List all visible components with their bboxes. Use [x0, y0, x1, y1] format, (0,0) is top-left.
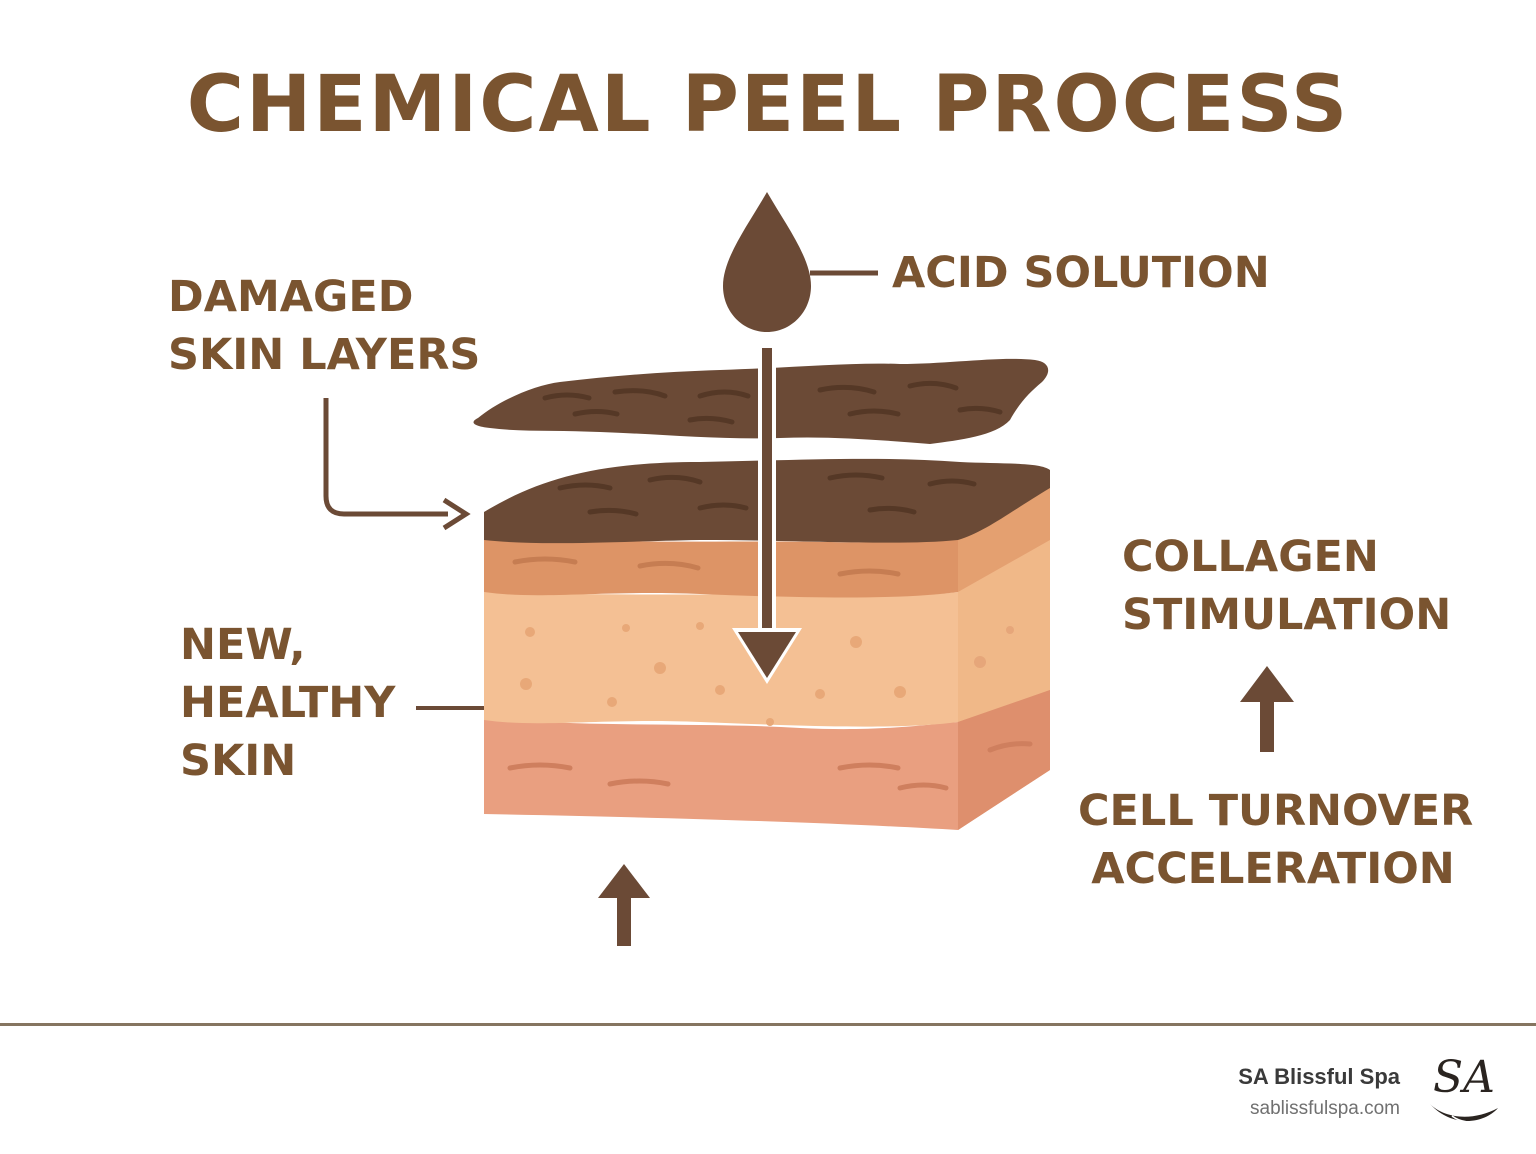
page-title: CHEMICAL PEEL PROCESS: [186, 60, 1350, 150]
brand-logo: SA: [1422, 1052, 1506, 1132]
brand-url: sablissfulspa.com: [1250, 1098, 1400, 1119]
collagen-stimulation-label: COLLAGEN STIMULATION: [1122, 532, 1452, 640]
footer-divider: [0, 1023, 1536, 1026]
acid-drop-icon: [723, 192, 811, 332]
acid-solution-label: ACID SOLUTION: [892, 248, 1270, 298]
logo-monogram: SA: [1433, 1052, 1495, 1103]
cell-turnover-label: CELL TURNOVER ACCELERATION: [1078, 786, 1474, 894]
new-healthy-skin-label: NEW, HEALTHY SKIN: [180, 620, 396, 786]
brand-name: SA Blissful Spa: [1238, 1064, 1400, 1089]
penetration-arrow-icon: [732, 348, 802, 684]
skin-block: [484, 458, 1050, 830]
damaged-skin-layers-label: DAMAGED SKIN LAYERS: [168, 272, 481, 380]
damaged-layers-arrow-icon: [323, 398, 471, 531]
logo-leaf-icon: [1430, 1104, 1498, 1123]
collagen-arrow-icon: [1240, 666, 1294, 752]
upward-arrow-icon: [598, 864, 650, 946]
